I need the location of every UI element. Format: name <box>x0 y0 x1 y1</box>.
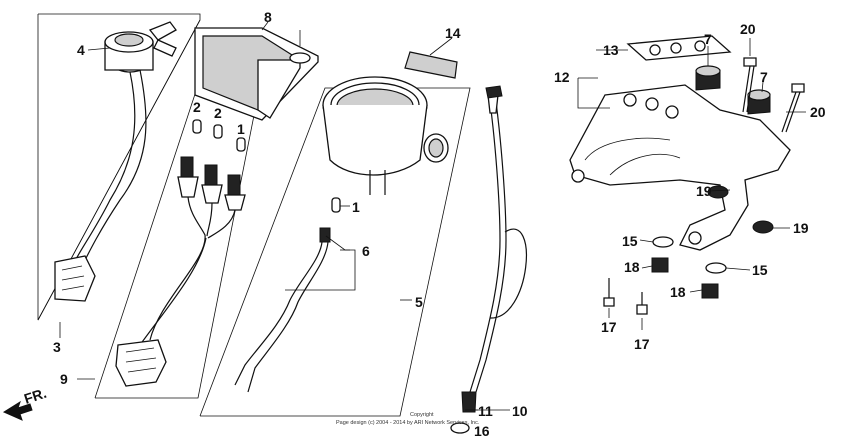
nut-19b <box>752 220 774 234</box>
front-arrow: FR. <box>2 385 48 421</box>
rubber-7b <box>747 89 771 115</box>
copyright-line-2: Page design (c) 2004 - 2014 by ARI Netwo… <box>336 420 480 426</box>
rubber-18a <box>651 257 669 273</box>
callout-19a: 19 <box>696 183 712 199</box>
callout-11: 11 <box>478 403 493 419</box>
callout-13: 13 <box>603 42 619 58</box>
callout-5: 5 <box>415 294 423 310</box>
bulb-sockets <box>177 156 246 211</box>
ignition-switch-group <box>37 13 201 321</box>
bracket-12 <box>569 84 791 251</box>
callout-4: 4 <box>77 42 85 58</box>
callout-12: 12 <box>554 69 570 85</box>
callout-15b: 15 <box>752 262 768 278</box>
front-label: FR. <box>22 385 48 407</box>
speedometer-housing <box>322 76 449 195</box>
arrow-left-icon <box>2 400 33 421</box>
bulb-2a <box>192 119 202 134</box>
callout-labels: 4 8 14 2 2 1 1 6 5 3 9 11 10 16 13 12 7 … <box>53 9 826 439</box>
callout-20a: 20 <box>740 21 756 37</box>
bolt-17b <box>636 292 648 315</box>
meter-bracket-group <box>569 35 805 315</box>
callout-1a: 1 <box>237 121 245 137</box>
copyright-line-1: Copyright <box>410 412 434 418</box>
bolt-20b <box>781 83 805 133</box>
callout-18a: 18 <box>624 259 640 275</box>
lower-connector <box>115 339 167 387</box>
callout-19b: 19 <box>793 220 809 236</box>
indicator-wiring-group <box>94 84 261 399</box>
callout-17a: 17 <box>601 319 617 335</box>
callout-20b: 20 <box>810 104 826 120</box>
rubber-7a <box>695 65 721 91</box>
callout-10: 10 <box>512 403 528 419</box>
callout-7b: 7 <box>760 69 768 85</box>
speedometer-group <box>199 76 471 417</box>
washer-15a <box>652 236 674 248</box>
callout-8: 8 <box>264 9 272 25</box>
socket-6 <box>234 227 331 393</box>
harness-connector <box>54 255 96 302</box>
callout-15a: 15 <box>622 233 638 249</box>
copyright-notice: Copyright Page design (c) 2004 - 2014 by… <box>336 412 480 426</box>
plate-13 <box>626 35 732 61</box>
ignition-switch <box>104 21 177 73</box>
callout-1b: 1 <box>352 199 360 215</box>
bulb-1a <box>236 137 246 152</box>
bolt-20a <box>742 57 757 113</box>
callout-3: 3 <box>53 339 61 355</box>
rubber-18b <box>701 283 719 299</box>
washer-15b <box>705 262 727 274</box>
callout-7a: 7 <box>704 31 712 47</box>
callout-17b: 17 <box>634 336 650 352</box>
leader-lines <box>59 21 806 411</box>
bulb-1b <box>331 197 341 213</box>
callout-16: 16 <box>474 423 490 439</box>
callout-6: 6 <box>362 243 370 259</box>
bulb-2b <box>213 124 223 139</box>
callout-9: 9 <box>60 371 68 387</box>
callout-2a: 2 <box>193 99 201 115</box>
bolt-17a <box>603 278 615 307</box>
nut-19a <box>707 185 729 199</box>
callout-14: 14 <box>445 25 461 41</box>
washer-16 <box>450 422 470 434</box>
indicator-unit-8 <box>194 27 319 121</box>
callout-18b: 18 <box>670 284 686 300</box>
label-14 <box>404 51 458 79</box>
callout-2b: 2 <box>214 105 222 121</box>
speedometer-cable <box>450 85 527 434</box>
